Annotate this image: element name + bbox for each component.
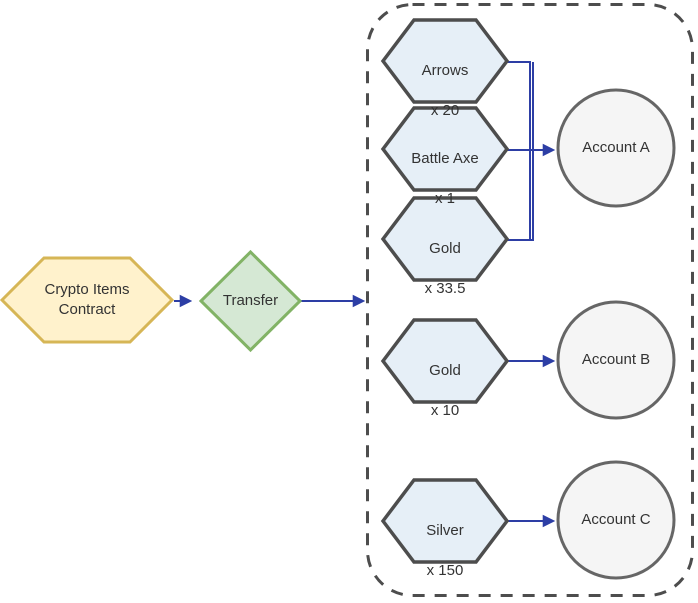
edge-gold335-to-junction [507, 62, 534, 241]
transfer-diamond [198, 249, 303, 353]
account-b-circle [556, 300, 676, 420]
edge-arrows-to-junction [507, 61, 531, 240]
item-hexagon-arrows [380, 18, 510, 104]
item-hexagon-silver [380, 478, 510, 564]
contract-hexagon [0, 256, 175, 344]
transfer-group-container [366, 3, 694, 597]
item-hexagon-gold-335 [380, 196, 510, 282]
account-c-circle [556, 460, 676, 580]
item-hexagon-battle-axe [380, 106, 510, 192]
item-hexagon-gold-10 [380, 318, 510, 404]
account-a-circle [556, 88, 676, 208]
